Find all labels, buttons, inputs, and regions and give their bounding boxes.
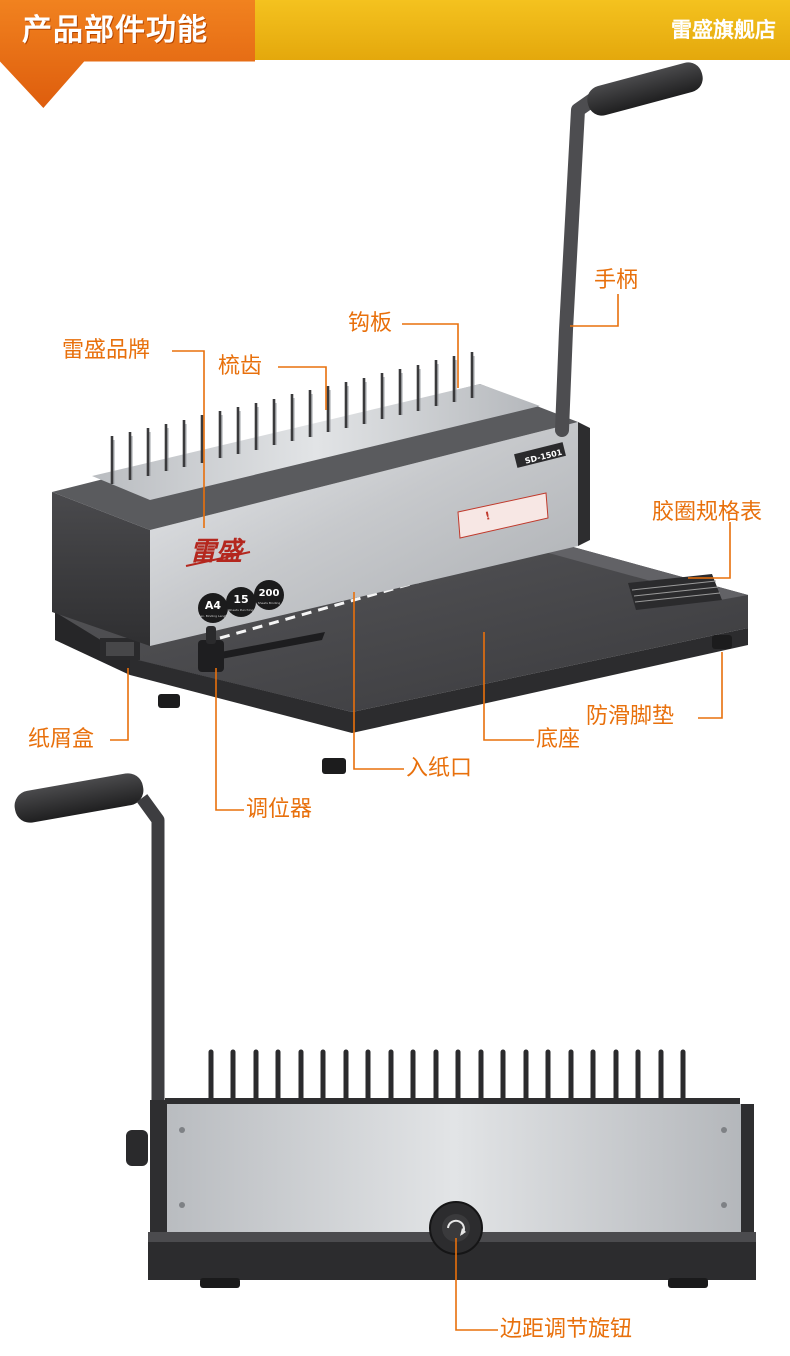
label-margin-knob: 边距调节旋钮 xyxy=(500,1317,633,1342)
side-lever-handle xyxy=(14,773,165,1166)
label-anti-slip-pad: 防滑脚垫 xyxy=(586,704,675,729)
shop-name: 雷盛旗舰店 xyxy=(671,17,776,42)
model-plate xyxy=(514,442,566,468)
svg-text:A4: A4 xyxy=(205,599,222,612)
lever-handle xyxy=(555,62,703,437)
label-base: 底座 xyxy=(536,727,581,752)
side-feet xyxy=(200,1278,708,1288)
svg-text:Sheets Binding: Sheets Binding xyxy=(258,601,281,605)
spec-badges: A4 15 200 Max. Binding Length Sheets Pun… xyxy=(198,580,284,623)
anti-slip-feet xyxy=(158,635,732,774)
body-left-cap xyxy=(52,492,150,646)
svg-text:Sheets Punching: Sheets Punching xyxy=(229,608,254,612)
page-title: 产品部件功能 xyxy=(22,13,208,48)
adjuster-slot xyxy=(205,632,325,662)
svg-text:!: ! xyxy=(484,509,492,523)
side-body-left xyxy=(150,1100,168,1240)
label-adjuster: 调位器 xyxy=(246,797,313,822)
adjuster-knob xyxy=(198,626,224,672)
comb-teeth xyxy=(110,352,474,484)
waste-box xyxy=(100,638,140,660)
side-comb-teeth xyxy=(208,1049,686,1103)
label-handle: 手柄 xyxy=(594,268,639,293)
label-hook-plate: 钩板 xyxy=(348,311,393,336)
label-spec-table: 胶圈规格表 xyxy=(652,500,763,525)
body-right-cap xyxy=(578,422,590,546)
side-base xyxy=(148,1236,756,1280)
warning-sticker: ! xyxy=(457,492,549,539)
label-brand: 雷盛品牌 xyxy=(62,338,151,363)
spec-table-sticker xyxy=(628,574,722,610)
side-body-right xyxy=(740,1104,754,1240)
svg-text:雷盛: 雷盛 xyxy=(190,537,246,567)
label-paper-inlet: 入纸口 xyxy=(406,756,473,781)
margin-knob xyxy=(429,1201,483,1255)
svg-text:Max. Binding Length: Max. Binding Length xyxy=(198,614,229,618)
label-comb-teeth: 梳齿 xyxy=(218,354,263,379)
comb-teeth-highlights xyxy=(113,356,475,484)
side-body-top xyxy=(165,1098,740,1106)
label-waste-box: 纸屑盒 xyxy=(28,727,95,752)
side-screws xyxy=(179,1127,727,1208)
svg-text:200: 200 xyxy=(259,588,280,599)
brand-logo: 雷盛 xyxy=(185,537,251,567)
svg-text:15: 15 xyxy=(233,593,248,606)
